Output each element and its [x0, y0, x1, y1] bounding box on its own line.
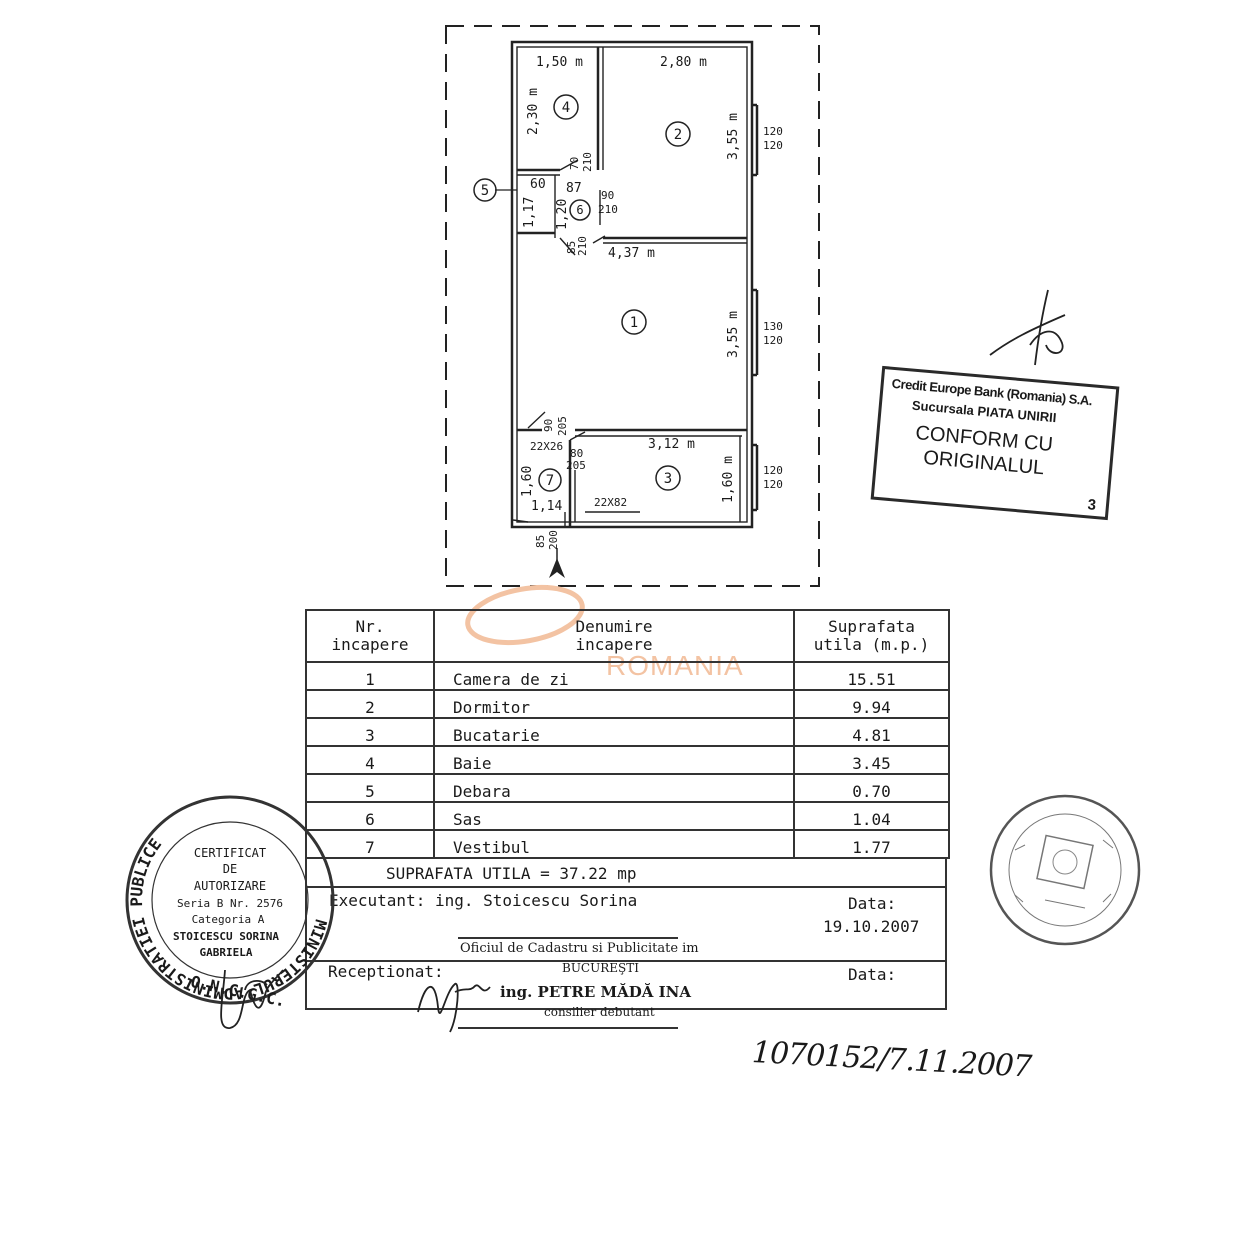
plan-dashed-border: [445, 25, 820, 587]
data-label-2: Data:: [848, 965, 897, 984]
signature-ministry: [220, 969, 284, 1029]
bank-stamp-number: 3: [1086, 496, 1097, 515]
ministry-line7: GABRIELA: [200, 946, 253, 959]
dim-vestibul-height: 1,60: [520, 466, 535, 497]
total-area: SUPRAFATA UTILA = 37.22 mp: [386, 864, 637, 883]
oficiu-line1: Oficiul de Cadastru si Publicitate im: [460, 941, 699, 956]
dim-win-buc-top: 120: [763, 464, 783, 477]
dim-debara-height: 1,17: [522, 197, 537, 228]
dim-door-buc-bottom: 205: [566, 459, 586, 472]
receptionat-label: Receptionat:: [328, 962, 444, 981]
ministry-line4: Seria B Nr. 2576: [177, 897, 283, 910]
ministry-stamp: MINISTERUL ADMINISTRATIEI PUBLICE O.N.C.…: [120, 795, 337, 1010]
dim-win-dorm-bottom: 120: [763, 139, 783, 152]
signature-receptionat: [417, 983, 491, 1033]
dim-entry-bottom: 200: [547, 530, 560, 550]
room-number-circles: [473, 94, 691, 492]
dim-win-buc-bottom: 120: [763, 478, 783, 491]
dim-win-dorm-top: 120: [763, 125, 783, 138]
dim-door-vest-top: 90: [542, 419, 555, 432]
data-label: Data:: [848, 894, 897, 913]
dim-door-baie-bottom: 210: [581, 152, 594, 172]
room-num-3: 3: [664, 471, 672, 487]
oficiu-line4: consilier debutant: [544, 1005, 655, 1019]
floor-plan: 1 2 3 4 5 6 7 1,50 m 2,80 m 2,30 m 3,55 …: [445, 25, 820, 587]
form-box-line-total: [305, 886, 947, 888]
registration-handwritten: 1070152/7.11.2007: [751, 1035, 1032, 1085]
data-value: 19.10.2007: [823, 917, 920, 936]
dim-win-camera-top: 130: [763, 320, 783, 333]
bank-stamp: Credit Europe Bank (Romania) S.A. Sucurs…: [870, 365, 1120, 521]
dim-buc-niche: 22X82: [594, 496, 627, 509]
executant: Executant: ing. Stoicescu Sorina: [329, 891, 638, 910]
dim-door-dorm-bottom: 210: [598, 203, 618, 216]
dim-sas-width: 87: [566, 181, 582, 196]
dim-bucatarie-height: 1,60 m: [721, 456, 736, 503]
oficiu-line3: ing. PETRE MĂDĂ INA: [500, 983, 692, 1001]
plan-walls: [495, 40, 759, 578]
cadastre-stamp: [989, 794, 1141, 946]
dim-bucatarie-width: 3,12 m: [648, 437, 695, 452]
dim-win-camera-bottom: 120: [763, 334, 783, 347]
dim-sas-height: 1,20: [555, 199, 570, 230]
dim-vestibul-width: 1,14: [531, 499, 562, 514]
dim-door-baie-top: 70: [568, 157, 581, 170]
dim-baie-height: 2,30 m: [526, 88, 541, 135]
room-num-6: 6: [576, 203, 583, 217]
dim-camera-height: 3,55 m: [726, 311, 741, 358]
dim-vest-niche: 22X26: [530, 440, 563, 453]
ministry-line3: AUTORIZARE: [194, 879, 266, 893]
dim-entry-top: 85: [534, 535, 547, 548]
room-num-5: 5: [481, 183, 489, 199]
dim-camera-width: 4,37 m: [608, 246, 655, 261]
room-num-1: 1: [630, 315, 638, 331]
signature-top-right: [989, 289, 1066, 366]
dim-door-vest-bottom: 205: [556, 416, 569, 436]
form-box-line-mid: [305, 960, 947, 962]
ministry-line2: DE: [223, 862, 237, 876]
dim-door-dorm-top: 90: [601, 189, 614, 202]
room-num-7: 7: [546, 473, 554, 489]
form-box-left-border: [305, 859, 307, 1009]
ministry-line1: CERTIFICAT: [194, 846, 266, 860]
header-nr: Nr.incapere: [305, 609, 435, 663]
north-arrow-icon: [549, 558, 565, 578]
dim-dormitor-height: 3,55 m: [726, 113, 741, 160]
ministry-line6: STOICESCU SORINA: [173, 930, 279, 943]
dim-baie-width: 1,50 m: [536, 55, 583, 70]
dim-door-buc-top: 80: [570, 447, 583, 460]
form-box-right-border: [945, 859, 947, 1009]
dim-dormitor-width: 2,80 m: [660, 55, 707, 70]
room-num-4: 4: [562, 100, 570, 116]
ministry-line5: Categoria A: [192, 913, 265, 926]
dim-door-camera-bottom: 210: [576, 236, 589, 256]
dim-debara-width: 60: [530, 177, 546, 192]
dim-door-camera-top: 85: [565, 241, 578, 254]
oficiu-stamp: Oficiul de Cadastru si Publicitate im BU…: [458, 937, 699, 1029]
form-box-line-bottom: [305, 1008, 947, 1010]
room-num-2: 2: [674, 127, 682, 143]
oficiu-line2: BUCUREŞTI: [562, 961, 639, 975]
